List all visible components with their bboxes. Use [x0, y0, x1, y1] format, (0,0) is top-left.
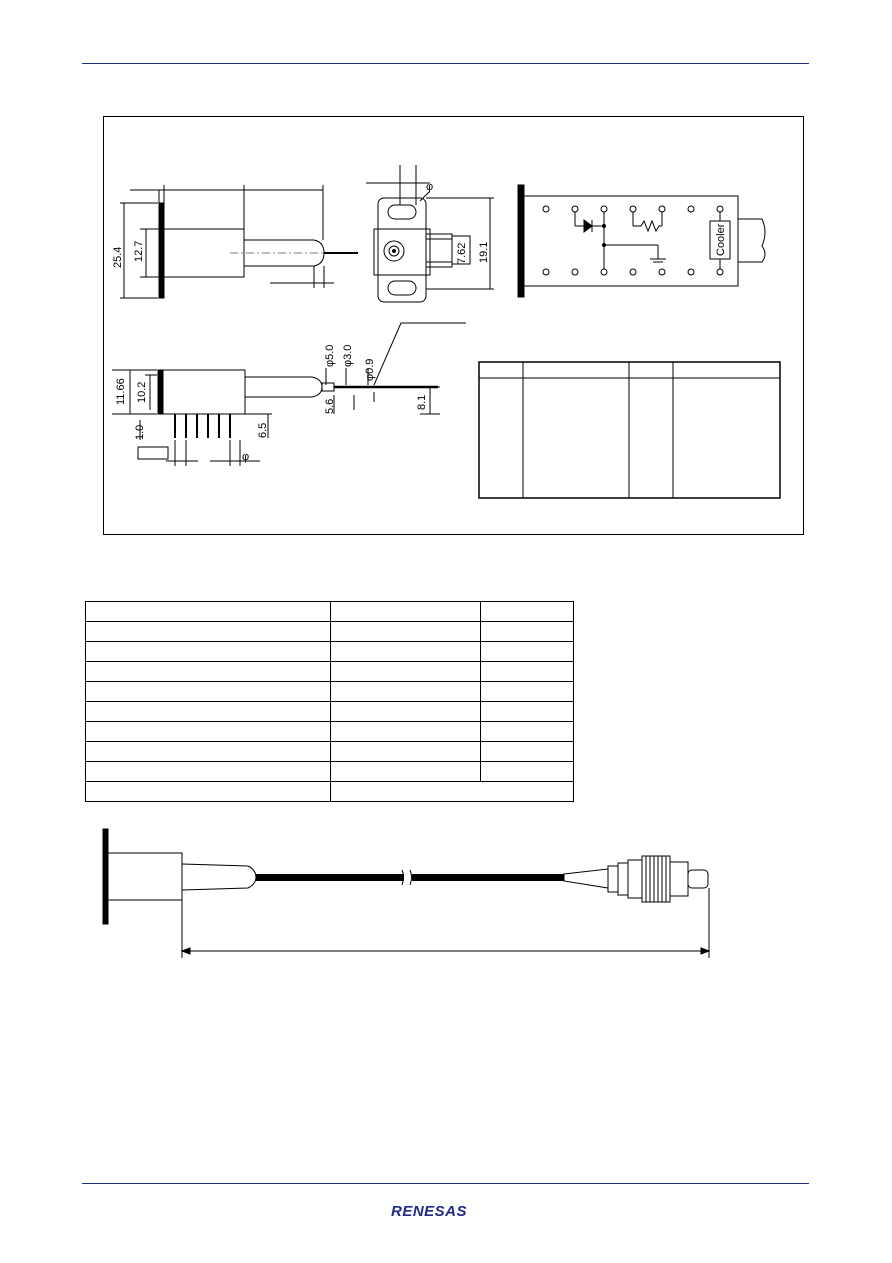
dim-phi-0-9: φ0.9 [364, 359, 376, 381]
table-row [85, 761, 574, 782]
logo-text: RENESAS [391, 1203, 467, 1220]
dim-phi-5-0: φ5.0 [324, 345, 336, 367]
dim-12-7: 12.7 [133, 241, 145, 262]
footer-rule [82, 1183, 809, 1184]
renesas-logo: RENESAS [391, 1203, 467, 1220]
spec-table [85, 601, 574, 802]
dim-10-2: 10.2 [136, 382, 148, 403]
dim-11-66: 11.66 [115, 378, 127, 405]
table-row [85, 641, 574, 662]
table-row [85, 701, 574, 722]
pin-table [478, 361, 781, 499]
dim-1-0: 1.0 [134, 425, 146, 440]
cooler-label: Cooler [715, 223, 727, 256]
table-row [85, 781, 574, 802]
table-row [85, 721, 574, 742]
dim-25-4: 25.4 [112, 247, 124, 268]
dim-8-1: 8.1 [416, 395, 428, 410]
table-row [85, 741, 574, 762]
flange-top-view [366, 165, 494, 303]
table-row [85, 601, 574, 622]
phi-symbol: φ [426, 181, 433, 193]
circuit-view [517, 184, 766, 298]
dim-6-5: 6.5 [257, 423, 269, 438]
pigtail-drawing [102, 828, 711, 958]
dim-7-62: 7.62 [456, 243, 468, 264]
dim-phi-3-0: φ3.0 [342, 345, 354, 367]
header-rule [82, 63, 809, 64]
side-view [112, 322, 466, 466]
table-row [85, 681, 574, 702]
phi-symbol-pin: φ [242, 451, 249, 463]
dim-5-6: 5.6 [324, 399, 336, 414]
table-row [85, 621, 574, 642]
table-row [85, 661, 574, 682]
dim-19-1: 19.1 [478, 242, 490, 263]
front-view [120, 185, 358, 299]
package-drawing-frame [103, 116, 804, 535]
